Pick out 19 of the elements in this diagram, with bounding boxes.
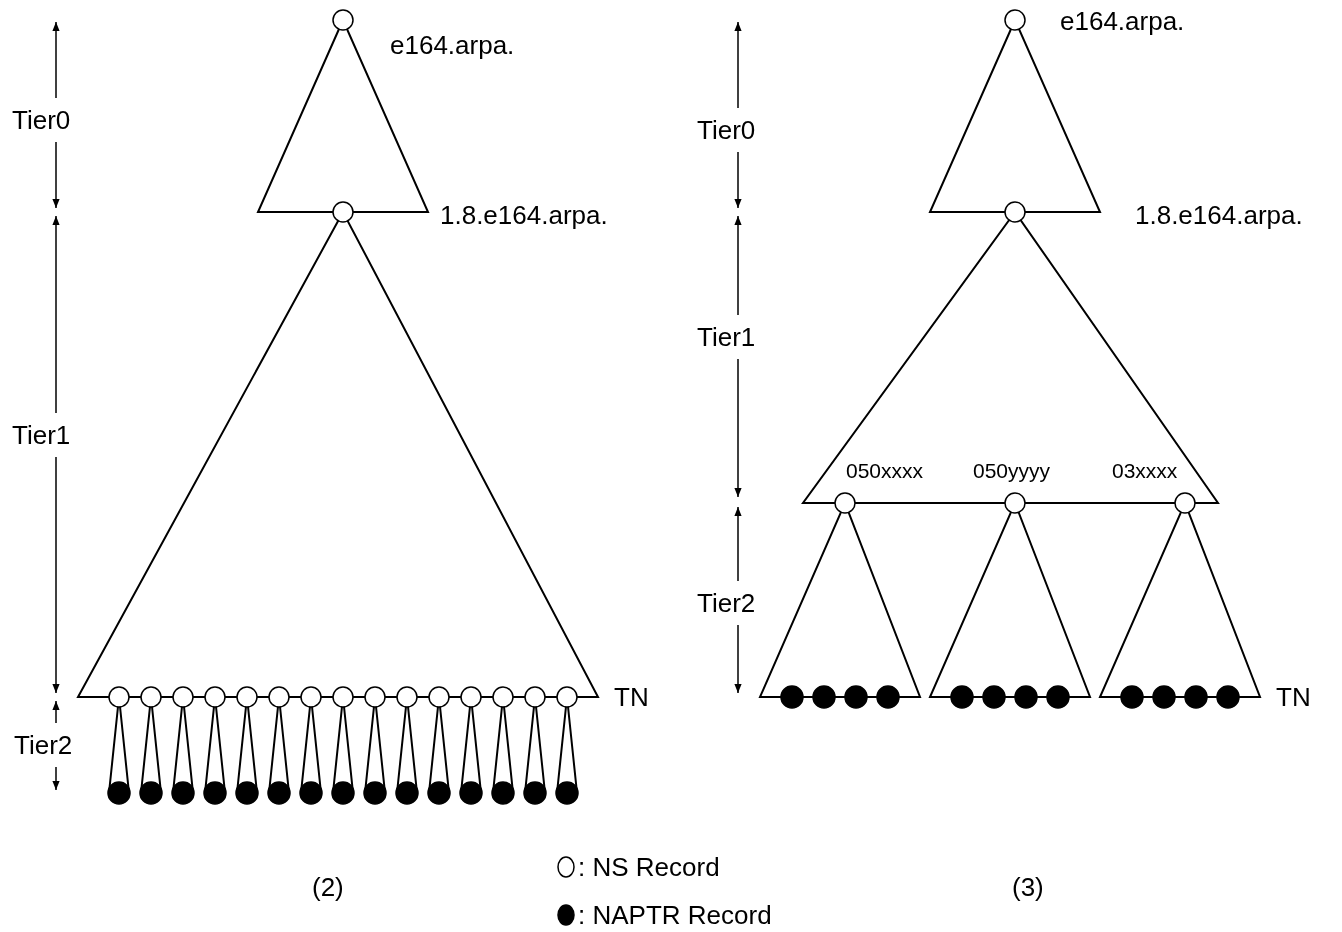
number-prefix-label: 050yyyy <box>973 458 1051 484</box>
tier-label: Tier1 <box>697 322 756 352</box>
tn-label: TN <box>614 682 649 712</box>
panel-label: (3) <box>1012 872 1044 902</box>
panel-label: (2) <box>312 872 344 902</box>
domain-label: 1.8.e164.arpa. <box>440 200 608 230</box>
tier-label: Tier0 <box>697 115 756 145</box>
legend-text: : NAPTR Record <box>578 900 772 930</box>
number-prefix-label: 03xxxx <box>1112 458 1178 484</box>
legend-text: : NS Record <box>578 852 720 882</box>
tn-label: TN <box>1276 682 1311 712</box>
tier-label: Tier2 <box>697 588 756 618</box>
number-prefix-label: 050xxxx <box>846 458 924 484</box>
domain-label: e164.arpa. <box>1060 6 1185 36</box>
domain-label: e164.arpa. <box>390 30 515 60</box>
domain-label: 1.8.e164.arpa. <box>1135 200 1303 230</box>
tier-label: Tier0 <box>12 105 71 135</box>
tier-label: Tier1 <box>12 420 71 450</box>
tier-label: Tier2 <box>14 730 73 760</box>
